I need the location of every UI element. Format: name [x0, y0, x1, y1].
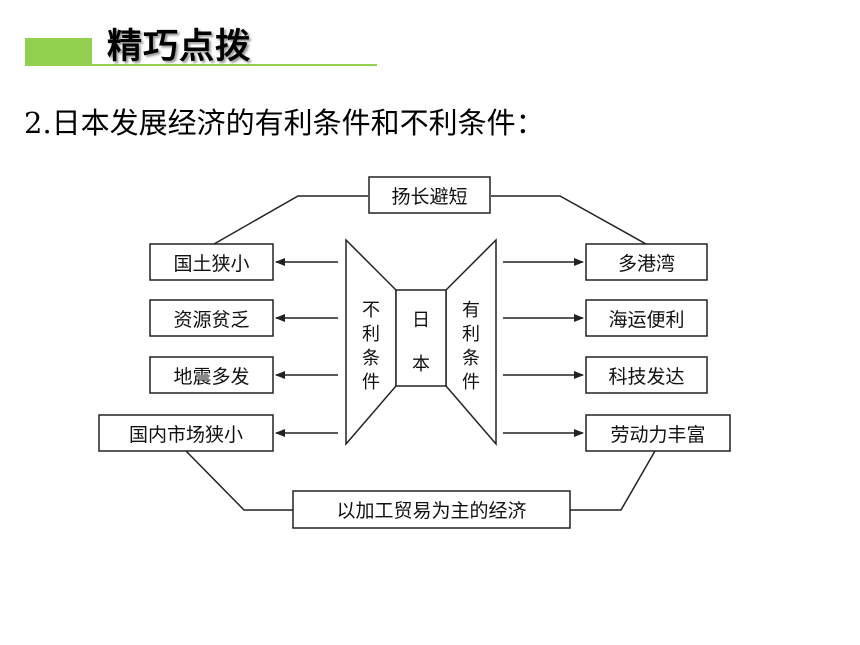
center-char-1: 日	[412, 310, 430, 331]
unfavorable-box-3	[149, 356, 274, 394]
connector-bottom-right	[570, 450, 656, 511]
connector-top-left	[213, 195, 368, 245]
unfavorable-box-1	[149, 243, 274, 281]
header-accent-bar	[25, 38, 92, 66]
favorable-char-2: 利	[462, 324, 480, 345]
favorable-box-3	[585, 356, 708, 394]
favorable-item-3: 科技发达	[608, 366, 684, 388]
favorable-box-2	[585, 299, 708, 337]
favorable-char-4: 件	[462, 372, 480, 393]
favorable-box-4	[585, 414, 731, 452]
unfavorable-box-4	[98, 414, 274, 452]
unfavorable-char-4: 件	[362, 372, 380, 393]
header-underline	[25, 64, 377, 66]
unfavorable-char-3: 条	[362, 348, 380, 369]
top-box-label: 扬长避短	[391, 186, 467, 208]
center-box	[395, 289, 447, 387]
unfavorable-item-4: 国内市场狭小	[129, 424, 243, 446]
connector-top-right	[491, 195, 647, 245]
unfavorable-char-2: 利	[362, 324, 380, 345]
subtitle: 2.日本发展经济的有利条件和不利条件：	[24, 106, 545, 140]
unfavorable-box-2	[149, 299, 274, 337]
favorable-box-1	[585, 243, 708, 281]
favorable-item-4: 劳动力丰富	[610, 424, 705, 446]
unfavorable-item-1: 国土狭小	[173, 253, 249, 275]
favorable-item-1: 多港湾	[618, 253, 675, 275]
unfavorable-char-1: 不	[362, 300, 380, 321]
connector-bottom-left	[185, 450, 293, 511]
bottom-box	[292, 490, 571, 529]
bottom-box-label: 以加工贸易为主的经济	[336, 500, 526, 522]
center-char-2: 本	[412, 354, 430, 375]
favorable-item-2: 海运便利	[608, 309, 684, 331]
favorable-char-3: 条	[462, 348, 480, 369]
unfavorable-item-2: 资源贫乏	[173, 309, 249, 331]
top-box	[368, 176, 491, 214]
page-title: 精巧点拨	[107, 27, 252, 67]
unfavorable-item-3: 地震多发	[173, 366, 249, 388]
favorable-char-1: 有	[462, 300, 480, 321]
